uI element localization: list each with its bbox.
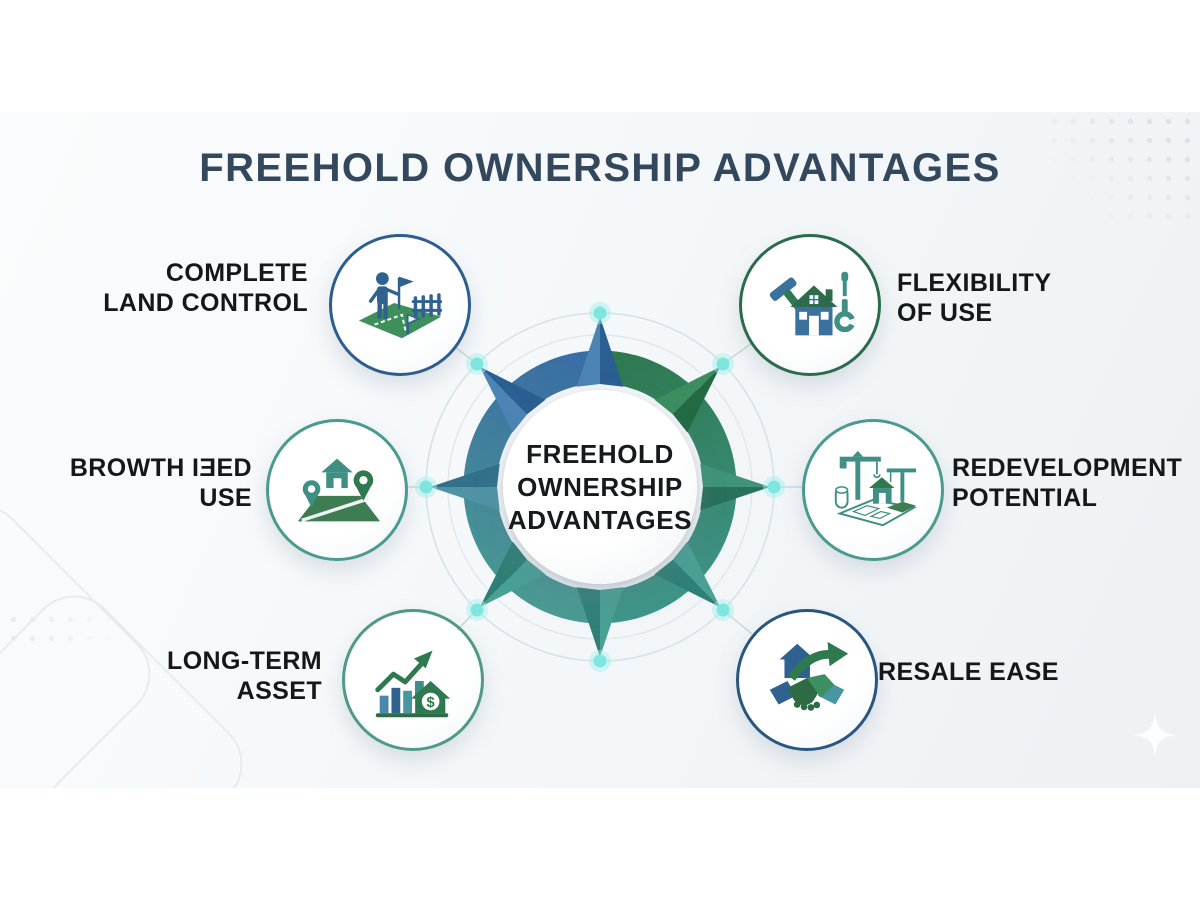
label-line: FLEXIBILITY — [897, 269, 1052, 297]
label-line: OF USE — [897, 299, 993, 327]
infographic-slide: FREEHOLD OWNERSHIP ADVANTAGES — [0, 112, 1200, 788]
label-resale-ease: RESALE EASE — [878, 657, 1059, 687]
corner-dot-pattern — [1045, 112, 1200, 222]
cranes-blueprint-house-icon — [834, 450, 917, 527]
hub-line: ADVANTAGES — [507, 504, 693, 535]
node-resale-ease — [736, 609, 878, 751]
node-mixed-use — [266, 419, 408, 561]
label-mixed-use: BROWTH IƎED USE — [30, 453, 252, 513]
label-complete-land-control: COMPLETE LAND CONTROL — [60, 258, 308, 318]
node-flexibility-of-use — [739, 234, 881, 376]
page-title: FREEHOLD OWNERSHIP ADVANTAGES — [199, 146, 1001, 190]
label-line: RESALE EASE — [878, 658, 1059, 686]
compass-diagram — [402, 302, 1177, 757]
label-long-term-asset: LONG-TERM ASSET — [90, 646, 322, 706]
label-line: REDEVELOPMENT — [952, 454, 1183, 482]
svg-text:$: $ — [427, 695, 435, 711]
sparkle-decoration — [1133, 713, 1177, 757]
hub-line: OWNERSHIP — [517, 471, 683, 502]
label-line: LONG-TERM — [167, 647, 322, 675]
node-redevelopment-potential — [802, 419, 944, 561]
label-line: USE — [199, 484, 252, 512]
label-flexibility-of-use: FLEXIBILITY OF USE — [897, 268, 1051, 328]
label-line: POTENTIAL — [952, 484, 1098, 512]
node-dots — [415, 302, 785, 672]
growth-chart-house-dollar-icon: $ — [375, 650, 451, 718]
label-redevelopment-potential: REDEVELOPMENT POTENTIAL — [952, 453, 1182, 513]
label-line: COMPLETE — [165, 259, 308, 287]
label-line: BROWTH IƎED — [69, 454, 252, 482]
label-line: LAND CONTROL — [103, 289, 308, 317]
hub-line: FREEHOLD — [526, 438, 674, 469]
map-pins-house-icon — [297, 458, 381, 522]
handshake-house-arrow-icon — [769, 641, 849, 711]
corner-dot-pattern-small — [4, 610, 124, 652]
node-complete-land-control — [329, 234, 471, 376]
node-long-term-asset: $ — [342, 609, 484, 751]
center-hub: FREEHOLD OWNERSHIP ADVANTAGES — [503, 390, 697, 584]
hammer-house-tools-icon — [769, 271, 857, 336]
compass-points — [430, 317, 770, 657]
surveyor-flag-fence-icon — [358, 272, 443, 339]
label-line: ASSET — [236, 677, 322, 705]
